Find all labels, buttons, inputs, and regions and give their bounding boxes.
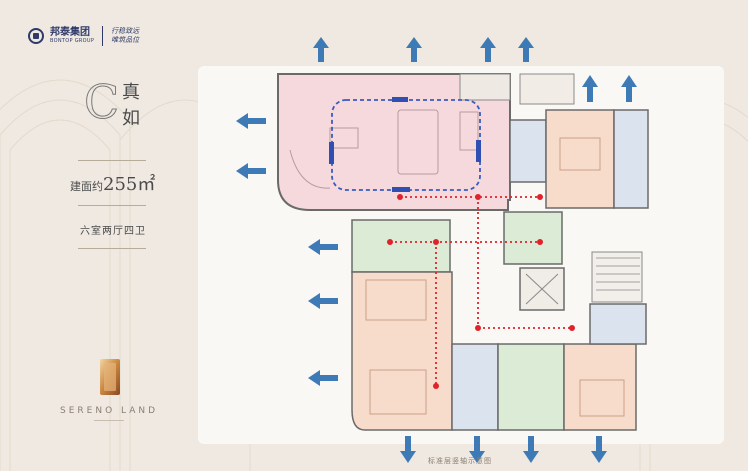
company-name-cn: 邦泰集团 <box>50 27 90 38</box>
arrow-icon <box>308 370 338 386</box>
arrow-icon <box>518 37 534 62</box>
arrow-icon <box>523 436 539 463</box>
unit-name-char-1: 真 <box>122 82 140 103</box>
elevator-cross <box>525 273 559 305</box>
brand-underline <box>94 420 124 421</box>
divider-bottom <box>78 248 146 249</box>
plan-caption: 标准层竖轴示意图 <box>428 457 492 465</box>
arrow-icon <box>621 75 637 102</box>
green-room-center <box>503 211 563 265</box>
slogan-block: 行稳致远 唯筑品位 <box>111 27 139 45</box>
bath-4 <box>589 303 647 345</box>
arrow-icon <box>236 163 266 179</box>
brand-header: 邦泰集团 BONTOP GROUP 行稳致远 唯筑品位 <box>28 26 139 46</box>
company-name-en: BONTOP GROUP <box>50 38 95 44</box>
company-name-block: 邦泰集团 BONTOP GROUP <box>50 27 95 45</box>
south-bedroom <box>563 343 637 431</box>
slogan-line-1: 行稳致远 <box>111 27 140 35</box>
arrow-icon <box>480 37 496 62</box>
green-room-south <box>497 343 565 431</box>
unit-name-char-2: 如 <box>122 108 140 129</box>
perfume-bottle-icon <box>100 359 120 395</box>
green-room-west <box>351 219 451 273</box>
west-bedroom-zone <box>351 271 453 431</box>
stair-core <box>591 251 643 303</box>
living-dining-zone <box>277 73 511 211</box>
bedroom-furniture <box>365 137 625 417</box>
stair-treads <box>596 257 640 291</box>
balcony-upper <box>519 73 575 105</box>
arrow-icon <box>400 436 416 463</box>
wind-arrows <box>236 37 637 463</box>
bath-3 <box>451 343 499 431</box>
unit-letter-emblem: C <box>84 78 120 126</box>
axis-dots <box>387 194 575 389</box>
project-brand: SERENO LAND <box>60 406 159 416</box>
axis-lines <box>390 196 572 386</box>
company-logo-icon <box>28 28 44 44</box>
divider-top <box>78 160 146 161</box>
unit-area: 建面约255㎡ <box>70 170 155 196</box>
divider-mid <box>78 205 146 206</box>
area-label: 建面约 <box>70 180 103 193</box>
living-furniture <box>289 109 479 189</box>
area-value: 255㎡ <box>103 174 156 195</box>
header-divider <box>102 26 104 46</box>
arrow-icon <box>236 113 266 129</box>
arrow-icon <box>406 37 422 62</box>
circulation-arrows <box>329 97 481 192</box>
arrow-icon <box>308 239 338 255</box>
slogan-line-2: 唯筑品位 <box>111 36 140 44</box>
unit-letter: C <box>84 78 119 126</box>
unit-layout: 六室两厅四卫 <box>80 226 146 237</box>
arrow-icon <box>308 293 338 309</box>
master-bedroom <box>545 109 615 209</box>
arrow-icon <box>313 37 329 62</box>
bath-2 <box>613 109 649 209</box>
bath-1 <box>509 119 547 183</box>
arrow-icon <box>469 436 485 463</box>
arrow-icon <box>582 75 598 102</box>
kitchen-area <box>459 73 511 101</box>
arrow-icon <box>591 436 607 463</box>
